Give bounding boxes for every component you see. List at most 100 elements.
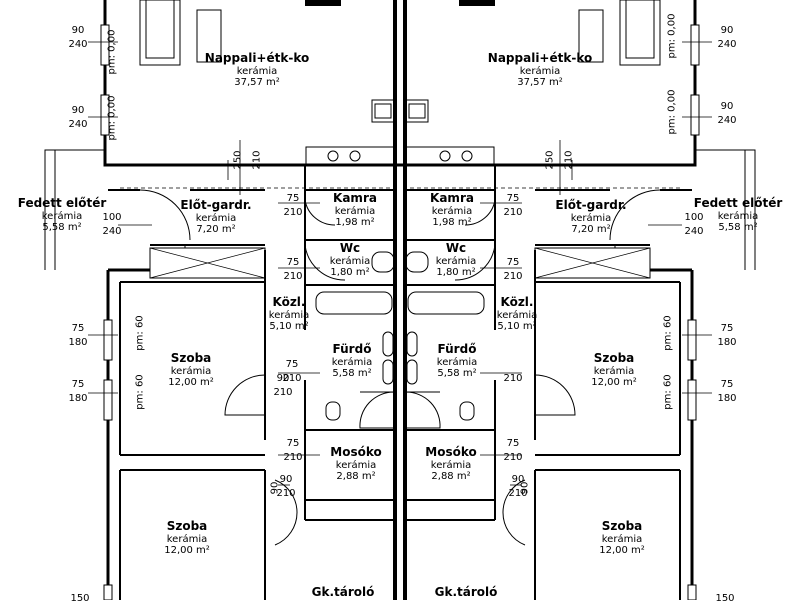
sill-height: pm: 0,00 bbox=[667, 14, 678, 59]
room-label-wc-right: Wc kerámia 1,80 m² bbox=[435, 241, 477, 279]
room-area: 7,20 m² bbox=[571, 224, 611, 236]
room-material: kerámia bbox=[435, 255, 477, 267]
room-material: kerámia bbox=[334, 205, 376, 217]
room-material: kerámia bbox=[601, 533, 643, 545]
door-dim-vertical: 250 bbox=[233, 150, 244, 169]
room-area: 7,20 m² bbox=[196, 224, 236, 236]
dim-value: 240 bbox=[684, 225, 704, 237]
room-area: 5,58 m² bbox=[437, 368, 477, 380]
room-label-furdo-left: Fürdő kerámia 5,58 m² bbox=[331, 342, 373, 380]
pm-value: pm: 0,00 bbox=[106, 29, 118, 75]
room-material: kerámia bbox=[166, 533, 208, 545]
dim-value: 250 bbox=[232, 150, 244, 170]
dim-value: 210 bbox=[503, 206, 523, 218]
pm-value: pm: 60 bbox=[662, 374, 674, 410]
dim-value: 240 bbox=[68, 118, 88, 130]
room-area: 5,10 m² bbox=[497, 321, 537, 333]
room-material: kerámia bbox=[236, 65, 278, 77]
dim-value: 210 bbox=[273, 386, 293, 398]
dim-value: 75 bbox=[506, 438, 520, 449]
room-material: kerámia bbox=[430, 459, 472, 471]
dim-value: 210 bbox=[251, 150, 263, 170]
room-material: kerámia bbox=[335, 459, 377, 471]
room-name: Mosóko bbox=[425, 445, 477, 459]
room-name: Kamra bbox=[333, 191, 377, 205]
pm-value: pm: 60 bbox=[134, 374, 146, 410]
room-area: 5,58 m² bbox=[42, 222, 82, 234]
room-material: kerámia bbox=[519, 65, 561, 77]
dim-value: 75 bbox=[71, 379, 85, 390]
room-name: Fedett előtér bbox=[17, 196, 107, 210]
dim-value: 240 bbox=[717, 114, 737, 126]
door-dim-vertical: 210 bbox=[252, 150, 263, 169]
room-material: kerámia bbox=[331, 356, 373, 368]
room-area: 2,88 m² bbox=[431, 471, 471, 483]
pm-value: pm: 0,00 bbox=[106, 95, 118, 141]
room-material: kerámia bbox=[41, 210, 83, 222]
room-name: Közl. bbox=[272, 295, 306, 309]
room-name: Fedett előtér bbox=[693, 196, 783, 210]
room-name: Wc bbox=[445, 241, 467, 255]
room-name: Gk.tároló bbox=[434, 585, 498, 599]
dim-value: 90 bbox=[720, 101, 734, 112]
dim-value: 210 bbox=[503, 373, 523, 384]
dim-value: 100 bbox=[102, 212, 122, 223]
room-area: 12,00 m² bbox=[599, 545, 645, 557]
room-area: 1,80 m² bbox=[330, 267, 370, 279]
room-label-elot-right: Előt-gardr. kerámia 7,20 m² bbox=[555, 198, 626, 236]
room-label-szoba2-left: Szoba kerámia 12,00 m² bbox=[164, 519, 210, 557]
dim-value: 90 bbox=[269, 481, 281, 495]
room-material: kerámia bbox=[496, 309, 538, 321]
dim-value: 75 bbox=[286, 193, 300, 204]
dim-value: 90 bbox=[720, 25, 734, 36]
dim-value: 90 bbox=[279, 474, 293, 485]
room-label-nappali-right: Nappali+étk-ko kerámia 37,57 m² bbox=[488, 51, 592, 89]
room-area: 2,88 m² bbox=[336, 471, 376, 483]
dim-value: 210 bbox=[503, 451, 523, 463]
sill-height: pm: 60 bbox=[663, 315, 674, 350]
room-material: kerámia bbox=[268, 309, 310, 321]
room-name: Közl. bbox=[500, 295, 534, 309]
room-material: kerámia bbox=[436, 356, 478, 368]
sill-height: pm: 0,00 bbox=[107, 96, 118, 141]
room-label-nappali-left: Nappali+étk-ko kerámia 37,57 m² bbox=[205, 51, 309, 89]
room-name: Kamra bbox=[430, 191, 474, 205]
dim-value: 210 bbox=[283, 451, 303, 463]
dim-value: 180 bbox=[68, 336, 88, 348]
room-label-elot-left: Előt-gardr. kerámia 7,20 m² bbox=[180, 198, 251, 236]
room-area: 5,58 m² bbox=[718, 222, 758, 234]
room-name: Gk.tároló bbox=[311, 585, 375, 599]
dim-value: 210 bbox=[508, 487, 528, 499]
dim-value: 90 bbox=[519, 481, 531, 495]
room-area: 12,00 m² bbox=[591, 377, 637, 389]
sill-height: pm: 60 bbox=[663, 374, 674, 409]
sill-height: pm: 60 bbox=[135, 374, 146, 409]
dim-value: 90 bbox=[511, 474, 525, 485]
room-material: kerámia bbox=[195, 212, 237, 224]
room-label-fedett-right: Fedett előtér kerámia 5,58 m² bbox=[693, 196, 783, 234]
room-label-tarolo-right: Gk.tároló bbox=[434, 585, 498, 600]
room-name: Szoba bbox=[170, 351, 212, 365]
door-dim-vertical: 90 bbox=[270, 482, 281, 495]
dim-value: 150 bbox=[70, 593, 90, 604]
room-area: 37,57 m² bbox=[234, 77, 280, 89]
dim-value: 75 bbox=[285, 359, 299, 370]
dim-value: 180 bbox=[68, 392, 88, 404]
room-area: 1,98 m² bbox=[335, 217, 375, 229]
room-material: kerámia bbox=[570, 212, 612, 224]
dim-value: 150 bbox=[715, 593, 735, 604]
dim-value: 75 bbox=[506, 193, 520, 204]
dim-value: 75 bbox=[286, 257, 300, 268]
room-label-furdo-right: Fürdő kerámia 5,58 m² bbox=[436, 342, 478, 380]
room-label-kamra-right: Kamra kerámia 1,98 m² bbox=[430, 191, 474, 229]
room-name: Szoba bbox=[166, 519, 208, 533]
room-label-szoba2-right: Szoba kerámia 12,00 m² bbox=[599, 519, 645, 557]
